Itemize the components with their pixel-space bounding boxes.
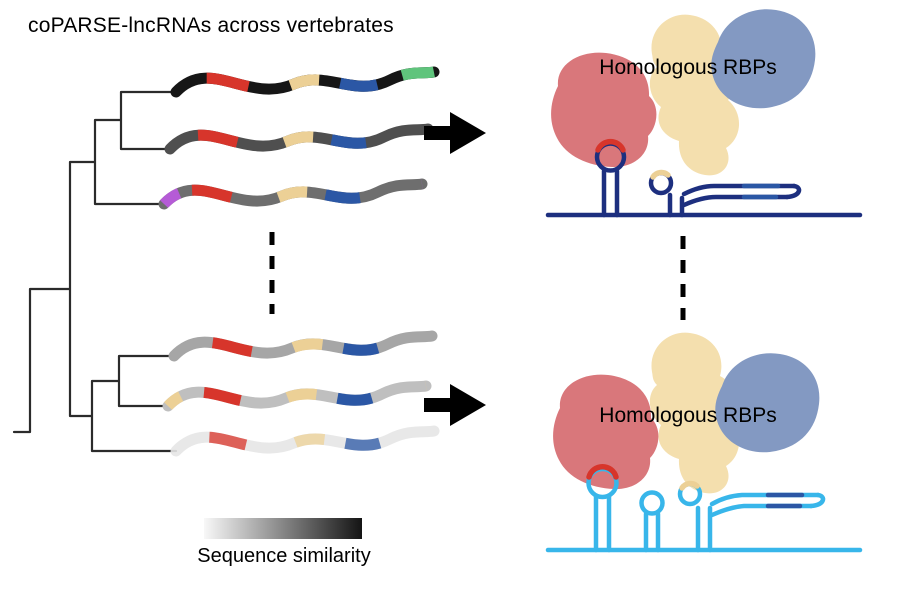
sequence-similarity-gradient-bar [204,518,362,539]
lncrna-strand-6 [176,431,434,451]
rbp-blobs-top [551,9,816,176]
lncrna-strand-4 [174,336,432,356]
red-binding-site [595,138,626,153]
arrow-top [424,112,486,154]
rbp-blob-blue [715,353,820,453]
arrow-bottom [424,384,486,426]
sequence-similarity-label: Sequence similarity [197,545,371,567]
lncrna-strand-2 [170,129,428,149]
phylogenetic-tree [12,90,178,453]
red-binding-site [586,463,619,480]
tan-binding-site [650,169,671,180]
hairpin-loop [639,490,665,516]
homologous-rbps-label-bottom: Homologous RBPs [599,404,777,427]
duplex-arm-end [808,492,826,509]
duplex-arm-end [784,183,802,200]
figure-title: coPARSE-lncRNAs across vertebrates [28,14,394,37]
duplex-arm-upper [709,492,821,507]
tan-binding-site [679,480,700,491]
rbp-blob-red [553,374,659,490]
lncrna-strand-3 [164,184,422,204]
rna-structure-top [545,138,863,218]
duplex-arm-lower [709,503,814,518]
rna-structure-bottom [545,463,863,553]
homologous-rbps-label-top: Homologous RBPs [599,56,777,79]
lncrna-strand-5 [168,386,426,406]
duplex-arm-upper [681,183,797,197]
duplex-arm-lower [681,194,790,208]
lncrna-strand-1 [176,72,434,92]
